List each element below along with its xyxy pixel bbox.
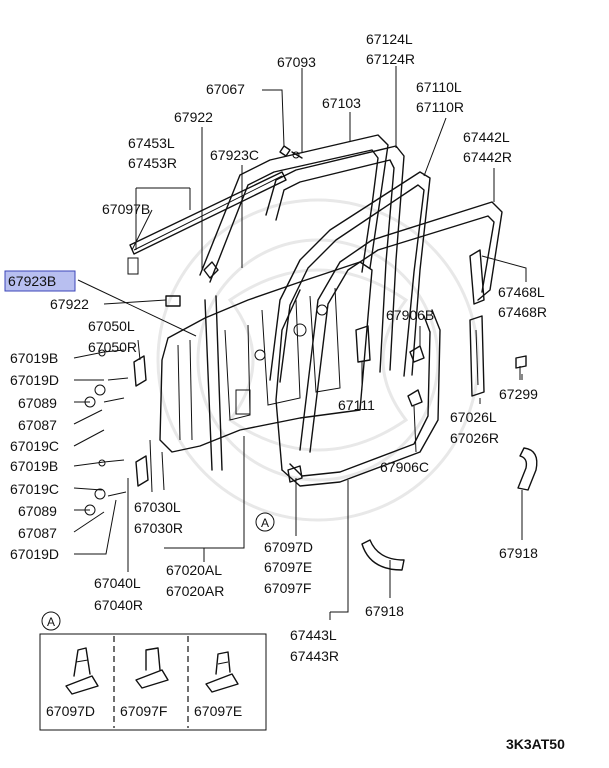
label-67087-upper: 67087 (18, 417, 57, 433)
label-67103: 67103 (322, 95, 361, 111)
label-67468r: 67468R (498, 304, 547, 320)
label-callout-a-detail: A (47, 615, 55, 629)
label-67111: 67111 (338, 397, 375, 413)
detail-label-67097e: 67097E (194, 703, 242, 719)
label-67030r: 67030R (134, 520, 183, 536)
label-67026l: 67026L (450, 409, 497, 425)
belt-moulding (127, 171, 287, 275)
label-67299: 67299 (499, 386, 538, 402)
label-callout-a-main: A (261, 516, 269, 530)
small-parts (84, 145, 538, 571)
label-67087-lower: 67087 (18, 525, 57, 541)
label-67923b: 67923B (8, 273, 56, 289)
label-67442l: 67442L (463, 129, 510, 145)
diagram-reference-code: 3K3AT50 (506, 736, 565, 752)
label-67443l: 67443L (290, 627, 337, 643)
label-67026r: 67026R (450, 430, 499, 446)
label-67922-top: 67922 (174, 109, 213, 125)
label-67020ar: 67020AR (166, 583, 224, 599)
label-67020al: 67020AL (166, 562, 222, 578)
label-67019d-lower: 67019D (10, 546, 59, 562)
label-67923c: 67923C (210, 147, 259, 163)
label-67468l: 67468L (498, 284, 545, 300)
window-sash (199, 134, 389, 276)
label-67093: 67093 (277, 54, 316, 70)
part-labels: 67093 67124L 67124R 67067 67103 67110L 6… (8, 31, 565, 752)
lower-seal (281, 309, 441, 487)
detail-label-67097f: 67097F (120, 703, 167, 719)
label-67124r: 67124R (366, 51, 415, 67)
label-67097f: 67097F (264, 580, 311, 596)
label-67453r: 67453R (128, 155, 177, 171)
callout-circle-a-detail (41, 611, 61, 631)
watermark-seal (156, 198, 480, 522)
label-67019d-upper: 67019D (10, 372, 59, 388)
leader-lines (73, 66, 527, 620)
label-67124l: 67124L (366, 31, 413, 47)
label-67067: 67067 (206, 81, 245, 97)
label-67050r: 67050R (88, 339, 137, 355)
label-67443r: 67443R (290, 648, 339, 664)
opening-trim (299, 201, 503, 451)
door-weatherstrip (269, 171, 431, 381)
label-67922-mid: 67922 (50, 296, 89, 312)
label-67442r: 67442R (463, 149, 512, 165)
callouts (41, 512, 275, 631)
label-67089-upper: 67089 (18, 395, 57, 411)
label-67040r: 67040R (94, 597, 143, 613)
label-67019b-upper: 67019B (10, 350, 58, 366)
detail-label-67097d: 67097D (46, 703, 95, 719)
label-67110r: 67110R (416, 99, 464, 115)
detail-box-a (39, 633, 267, 731)
label-67050l: 67050L (88, 318, 135, 334)
door-inner-panel (159, 261, 373, 453)
highlight-box (4, 270, 76, 292)
label-67019c-lower: 67019C (10, 481, 59, 497)
label-67097b: 67097B (102, 201, 150, 217)
label-67097e: 67097E (264, 559, 312, 575)
callout-circle-a-main (255, 512, 275, 532)
label-67918-right: 67918 (499, 545, 538, 561)
label-67906c: 67906C (380, 459, 429, 475)
label-67110l: 67110L (416, 79, 462, 95)
label-67918-left: 67918 (365, 603, 404, 619)
label-67019b-lower: 67019B (10, 458, 58, 474)
label-67089-lower: 67089 (18, 503, 57, 519)
label-67030l: 67030L (134, 499, 181, 515)
label-67906b: 67906B (386, 307, 434, 323)
label-67040l: 67040L (94, 575, 141, 591)
label-67453l: 67453L (128, 135, 175, 151)
label-67097d: 67097D (264, 539, 313, 555)
label-67019c-upper: 67019C (10, 438, 59, 454)
